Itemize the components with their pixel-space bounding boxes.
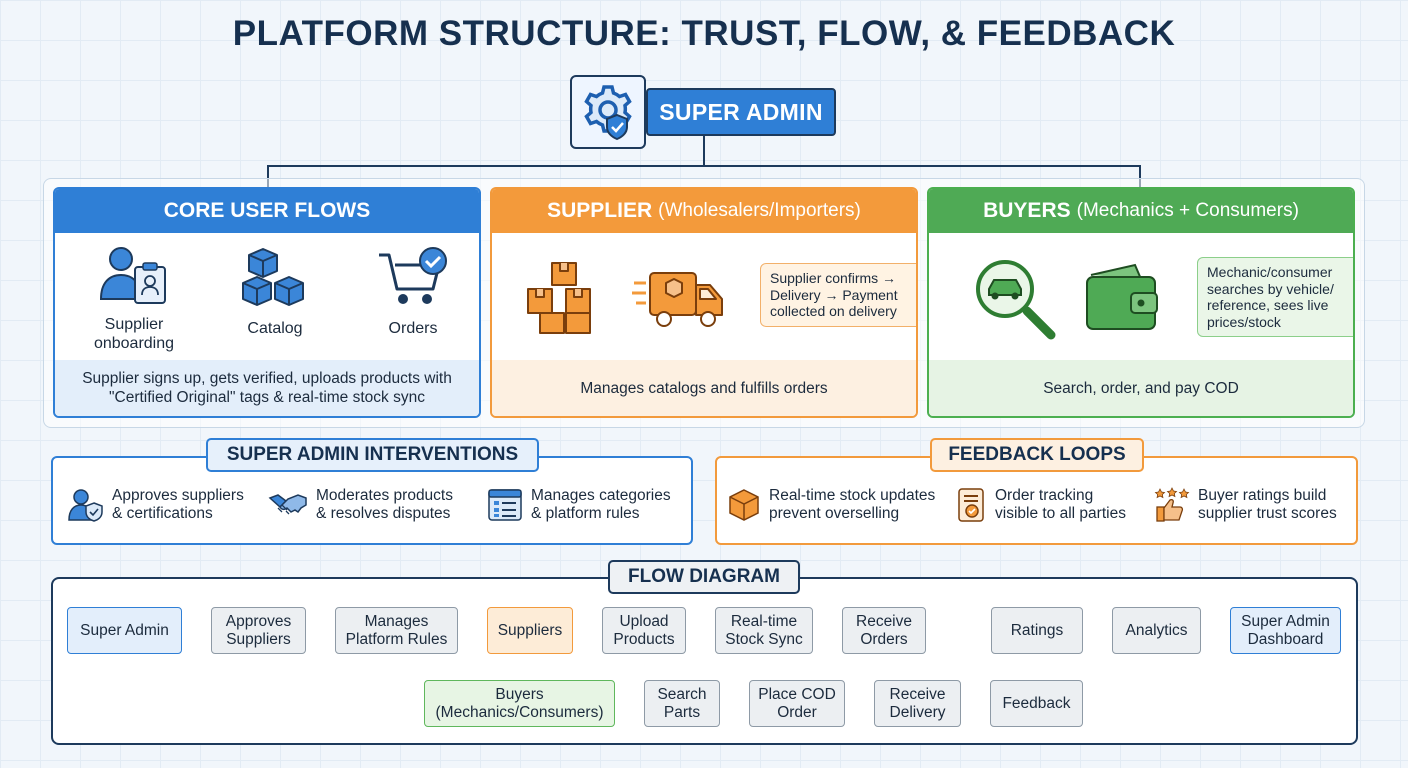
feedback-stock: Real-time stock updates prevent oversell…	[727, 487, 935, 523]
node-manages-platform-rules: Manages Platform Rules	[335, 607, 458, 654]
feedback-tracking-line1: Order tracking	[995, 487, 1094, 504]
intervention-approve-line1: Approves suppliers	[112, 487, 244, 504]
flow-step-catalog: Catalog	[247, 320, 303, 337]
intervention-manage: Manages categories & platform rules	[487, 487, 671, 523]
buyers-card: BUYERS (Mechanics + Consumers) Mechanic/…	[927, 187, 1355, 418]
core-user-flows-title: CORE USER FLOWS	[55, 189, 479, 233]
node-suppliers: Suppliers	[487, 607, 573, 654]
flow-step-onboarding: Supplier onboarding	[93, 316, 175, 352]
supplier-card: SUPPLIER (Wholesalers/Importers)	[490, 187, 918, 418]
node-receive-orders: Receive Orders	[842, 607, 926, 654]
user-badge-icon	[99, 245, 171, 312]
handshake-icon	[268, 494, 307, 515]
core-flows-footer: Supplier signs up, gets verified, upload…	[55, 360, 479, 416]
node-approves-suppliers: Approves Suppliers	[211, 607, 306, 654]
feedback-stock-line1: Real-time stock updates	[769, 487, 936, 504]
intervention-moderate: Moderates products & resolves disputes	[268, 487, 453, 523]
supplier-subtitle: (Wholesalers/Importers)	[658, 200, 861, 221]
feedback-tracking: Order tracking visible to all parties	[957, 487, 1126, 523]
box-icon	[729, 489, 759, 521]
intervention-approve-line2: & certifications	[112, 505, 213, 522]
feedback-stock-line2: prevent overselling	[769, 505, 900, 522]
intervention-moderate-line2: & resolves disputes	[316, 505, 451, 522]
intervention-manage-line1: Manages categories	[531, 487, 671, 504]
node-feedback: Feedback	[990, 680, 1083, 727]
boxes-icon	[241, 245, 311, 316]
node-upload-products: Upload Products	[602, 607, 686, 654]
node-search-parts: Search Parts	[644, 680, 720, 727]
intervention-manage-line2: & platform rules	[531, 505, 640, 522]
list-window-icon	[488, 489, 522, 521]
thumbs-up-stars-icon	[1154, 487, 1190, 522]
interventions-title: SUPER ADMIN INTERVENTIONS	[206, 438, 539, 472]
node-buyers: Buyers (Mechanics/Consumers)	[424, 680, 615, 727]
feedback-ratings-line1: Buyer ratings build	[1198, 487, 1327, 504]
flow-diagram-title: FLOW DIAGRAM	[608, 560, 800, 594]
feedback-loops-title: FEEDBACK LOOPS	[930, 438, 1144, 472]
supplier-card-title: SUPPLIER (Wholesalers/Importers)	[492, 189, 916, 233]
core-user-flows-card: CORE USER FLOWS Supplier onboarding	[53, 187, 481, 418]
intervention-approve: Approves suppliers & certifications	[68, 487, 244, 523]
feedback-tracking-line2: visible to all parties	[995, 505, 1126, 522]
delivery-truck-icon	[632, 265, 728, 336]
supplier-footer: Manages catalogs and fulfills orders	[492, 360, 916, 416]
node-stock-sync: Real-time Stock Sync	[715, 607, 813, 654]
node-analytics: Analytics	[1112, 607, 1201, 654]
node-ratings: Ratings	[991, 607, 1083, 654]
node-receive-delivery: Receive Delivery	[874, 680, 961, 727]
supplier-callout: Supplier confirms → Delivery → Payment c…	[760, 263, 916, 327]
supplier-title: SUPPLIER	[547, 199, 653, 222]
node-super-admin-dashboard: Super Admin Dashboard	[1230, 607, 1341, 654]
wallet-icon	[1081, 261, 1163, 340]
feedback-ratings-line2: supplier trust scores	[1198, 505, 1337, 522]
buyers-subtitle: (Mechanics + Consumers)	[1076, 200, 1299, 221]
super-admin-label: SUPER ADMIN	[646, 88, 836, 136]
feedback-ratings: Buyer ratings build supplier trust score…	[1154, 487, 1337, 523]
buyers-card-title: BUYERS (Mechanics + Consumers)	[929, 189, 1353, 233]
buyers-title: BUYERS	[983, 199, 1071, 222]
car-search-icon	[971, 257, 1057, 348]
buyers-footer: Search, order, and pay COD	[929, 360, 1353, 416]
boxes-icon	[524, 259, 606, 342]
node-place-cod-order: Place COD Order	[749, 680, 845, 727]
intervention-moderate-line1: Moderates products	[316, 487, 453, 504]
page-title: PLATFORM STRUCTURE: TRUST, FLOW, & FEEDB…	[232, 14, 1176, 53]
flow-step-orders: Orders	[388, 320, 438, 337]
cart-check-icon	[375, 245, 451, 316]
buyers-callout: Mechanic/consumer searches by vehicle/ r…	[1197, 257, 1353, 337]
node-super-admin: Super Admin	[67, 607, 182, 654]
order-badge-icon	[958, 488, 984, 522]
gear-shield-icon	[570, 75, 646, 149]
user-shield-icon	[68, 489, 103, 522]
